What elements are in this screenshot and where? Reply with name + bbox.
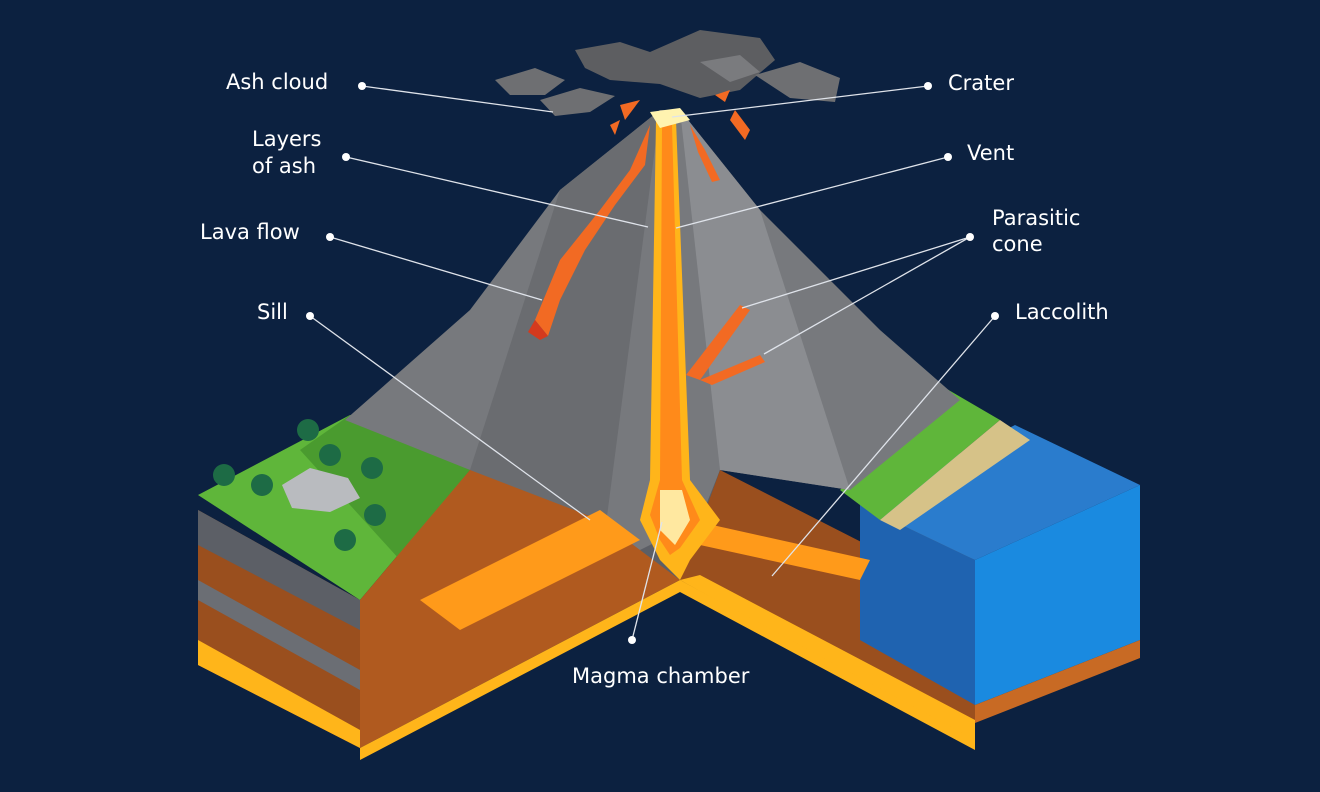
leader-lines: [309, 85, 996, 641]
label-ash-cloud: Ash cloud: [226, 70, 329, 94]
label-parasitic-cone-line2: cone: [992, 232, 1043, 256]
label-magma-chamber: Magma chamber: [572, 664, 750, 688]
trees: [213, 419, 386, 551]
ash-cloud-shape: [495, 30, 840, 116]
label-laccolith: Laccolith: [1015, 300, 1109, 324]
lava-flows: [528, 90, 765, 385]
label-layers-of-ash-line1: Layers: [252, 127, 322, 151]
label-lava-flow: Lava flow: [200, 220, 300, 244]
label-vent: Vent: [967, 141, 1015, 165]
ocean-block: [840, 385, 1140, 723]
label-parasitic-cone-line1: Parasitic: [992, 206, 1081, 230]
label-layers-of-ash-line2: of ash: [252, 154, 317, 178]
magma-vent: [640, 108, 720, 580]
label-crater: Crater: [948, 71, 1014, 95]
leader-dots: [306, 82, 999, 644]
cross-section: [360, 470, 975, 760]
label-sill: Sill: [257, 300, 288, 324]
